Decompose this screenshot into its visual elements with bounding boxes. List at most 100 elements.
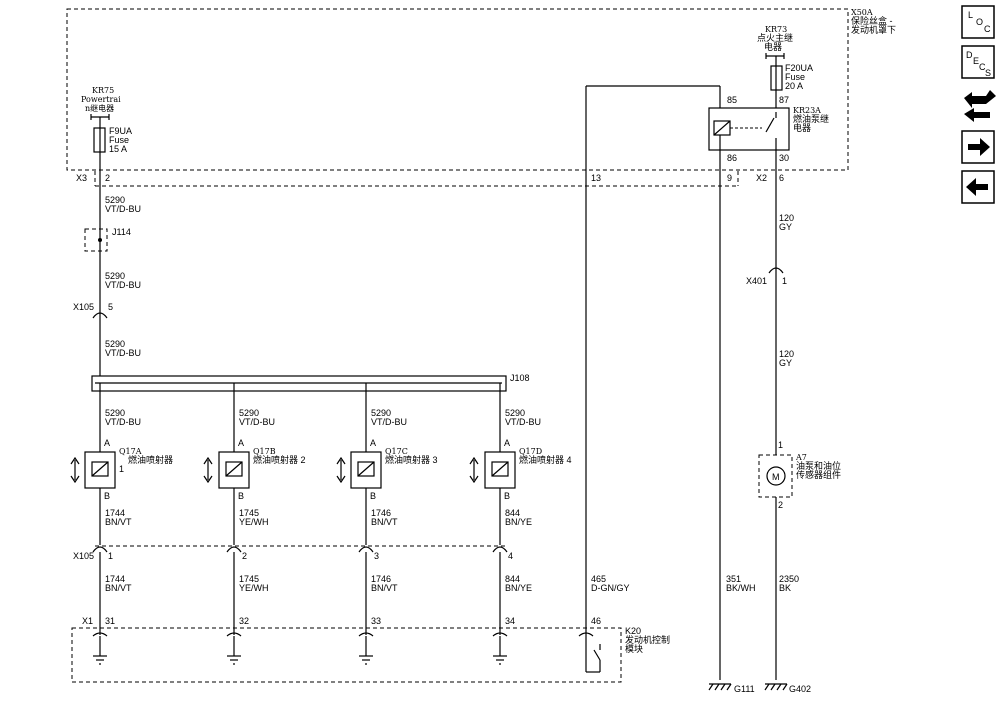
injector-id: Q17C bbox=[385, 447, 408, 456]
x1-id: X1 bbox=[82, 616, 93, 626]
loc-letter: O bbox=[976, 17, 983, 27]
fuse-block-outline bbox=[66, 8, 849, 171]
x1-pin31: 31 bbox=[105, 616, 115, 626]
injector-pin-b: B bbox=[370, 491, 376, 501]
x105-id-top: X105 bbox=[73, 302, 94, 312]
wire-label: VT/D-BU bbox=[105, 348, 141, 358]
wire-label: 1746 bbox=[371, 508, 391, 518]
k20-name-2: 模块 bbox=[625, 643, 643, 654]
a7-name-1: 油泵和油位 bbox=[796, 460, 841, 471]
injector-name: 燃油喷射器 4 bbox=[519, 454, 572, 465]
wire-label: 351 bbox=[726, 574, 741, 584]
arrow-left-icon[interactable] bbox=[961, 170, 995, 204]
injector-name: 燃油喷射器 bbox=[128, 454, 173, 465]
injector-name: 燃油喷射器 2 bbox=[253, 454, 306, 465]
wire-label: 465 bbox=[591, 574, 606, 584]
f9ua-id: F9UA bbox=[109, 126, 132, 136]
swap-arrows-icon[interactable] bbox=[964, 90, 996, 122]
injector-id: Q17D bbox=[519, 447, 542, 456]
kr75-id: KR75 bbox=[92, 86, 114, 95]
wire-label: VT/D-BU bbox=[505, 417, 541, 427]
wire-label: YE/WH bbox=[239, 517, 269, 527]
arrow-right-icon[interactable] bbox=[961, 130, 995, 164]
wire-label: BN/VT bbox=[371, 517, 398, 527]
loc-letter: C bbox=[984, 24, 991, 34]
desc-letter: D bbox=[966, 50, 973, 60]
loc-button[interactable]: L O C bbox=[961, 5, 995, 39]
injector-pin-b: B bbox=[104, 491, 110, 501]
x105-pin4: 4 bbox=[508, 551, 513, 561]
desc-button[interactable]: D E C S bbox=[961, 45, 995, 79]
k20-module-outline bbox=[71, 627, 622, 683]
kr75-line2: n继电器 bbox=[85, 103, 114, 113]
x3-id: X3 bbox=[76, 173, 87, 183]
wire-label: 5290 bbox=[105, 195, 125, 205]
wire-label: BK/WH bbox=[726, 583, 756, 593]
j114-id: J114 bbox=[112, 227, 131, 237]
wire-label: 120 bbox=[779, 213, 794, 223]
ground-g402-label: G402 bbox=[789, 684, 811, 694]
kr23a-line2: 电器 bbox=[793, 122, 811, 133]
x105-pin5-connector bbox=[92, 312, 108, 319]
motor-icon bbox=[766, 466, 786, 486]
wire-label: VT/D-BU bbox=[371, 417, 407, 427]
injector-pin-a: A bbox=[238, 438, 244, 448]
injector-id: Q17B bbox=[253, 447, 276, 456]
wire-label: 2350 bbox=[779, 574, 799, 584]
wire-label: VT/D-BU bbox=[239, 417, 275, 427]
k20-name-1: 发动机控制 bbox=[625, 634, 670, 645]
fuse-block-name-2: 发动机罩下 bbox=[851, 24, 896, 35]
x105-id-bottom: X105 bbox=[73, 551, 94, 561]
wire-label: VT/D-BU bbox=[105, 204, 141, 214]
injector-q17c: 5290 VT/D-BU A Q17C 燃油喷射器 3 B bbox=[336, 383, 438, 545]
kr75-line1: Powertrai bbox=[81, 95, 121, 104]
f20ua-type: Fuse bbox=[785, 72, 805, 82]
x1-pin46: 46 bbox=[591, 616, 601, 626]
wire-label: BN/YE bbox=[505, 583, 532, 593]
kr23a-pin30: 30 bbox=[779, 153, 789, 163]
x3-pin2: 2 bbox=[105, 173, 110, 183]
injector-pin-a: A bbox=[370, 438, 376, 448]
wire-label: BN/YE bbox=[505, 517, 532, 527]
x1-pin33: 33 bbox=[371, 616, 381, 626]
j114-splice bbox=[84, 228, 108, 252]
injector-id: Q17A bbox=[119, 447, 142, 456]
wire-label: 844 bbox=[505, 574, 520, 584]
injector-q17b: 5290 VT/D-BU A Q17B 燃油喷射器 2 B bbox=[203, 383, 306, 545]
x2-pin6: 6 bbox=[779, 173, 784, 183]
wire-label: 1746 bbox=[371, 574, 391, 584]
f9ua-rating: 15 A bbox=[109, 144, 127, 154]
fuse-block-name-1: 保险丝盒 - bbox=[851, 15, 893, 26]
f20ua-rating: 20 A bbox=[785, 81, 803, 91]
wire-label: VT/D-BU bbox=[105, 417, 141, 427]
ecm-driver-symbols bbox=[92, 632, 601, 673]
kr73-id: KR73 bbox=[765, 25, 787, 34]
wire-label: YE/WH bbox=[239, 583, 269, 593]
wire-label: VT/D-BU bbox=[105, 280, 141, 290]
kr73-terminal-icon bbox=[765, 53, 785, 66]
injector-name: 燃油喷射器 3 bbox=[385, 454, 438, 465]
injector-pin-b: B bbox=[238, 491, 244, 501]
f9ua-type: Fuse bbox=[109, 135, 129, 145]
x2-id: X2 bbox=[756, 173, 767, 183]
wire-label: 1745 bbox=[239, 508, 259, 518]
ground-g111-label: G111 bbox=[734, 684, 755, 694]
x401-id: X401 bbox=[746, 276, 767, 286]
injector-pin-b: B bbox=[504, 491, 510, 501]
k20-id: K20 bbox=[625, 626, 641, 636]
wire-label: BN/VT bbox=[105, 583, 132, 593]
wire-label: D-GN/GY bbox=[591, 583, 630, 593]
x105-pin2: 2 bbox=[242, 551, 247, 561]
a7-name-2: 传感器组件 bbox=[796, 469, 841, 480]
fuse-block-id: X50A bbox=[851, 8, 873, 17]
wire-label: 5290 bbox=[371, 408, 391, 418]
kr73-line1: 点火主继 bbox=[757, 32, 793, 43]
x1-pin34: 34 bbox=[505, 616, 515, 626]
injector-q17a: 5290 VT/D-BU A Q17A 燃油喷射器 1 B bbox=[70, 383, 173, 545]
a7-pin1: 1 bbox=[778, 440, 783, 450]
wire-label: 5290 bbox=[105, 408, 125, 418]
desc-letter: S bbox=[985, 68, 991, 78]
desc-letter: C bbox=[979, 62, 986, 72]
